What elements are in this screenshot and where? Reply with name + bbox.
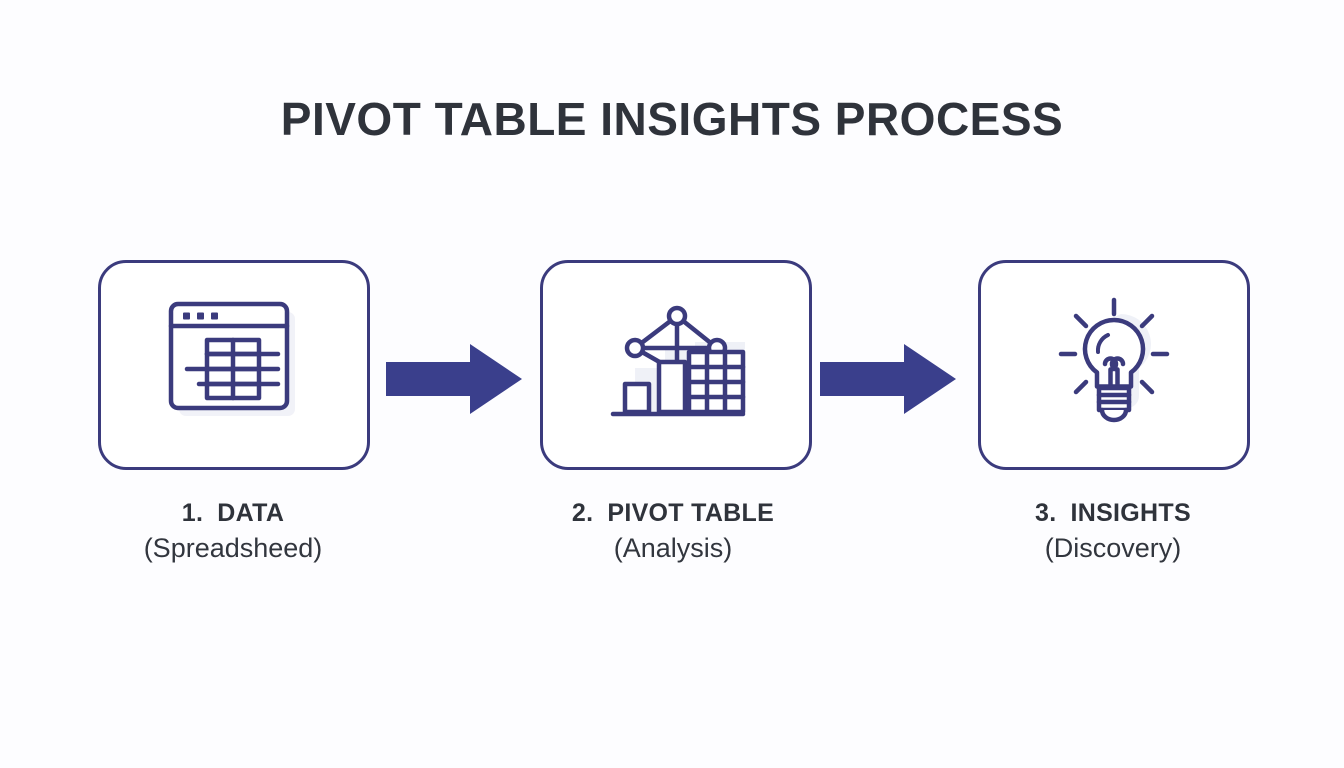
step-2-number: 2. — [571, 499, 594, 527]
step-label-2: 2. PIVOT TABLE (Analysis) — [508, 499, 838, 563]
step-1-detail: (Spreadsheed) — [143, 532, 323, 563]
page-title: PIVOT TABLE INSIGHTS PROCESS — [280, 93, 1064, 145]
step-3-number: 3. — [1035, 499, 1057, 527]
step-1-heading: 1. DATA — [68, 499, 398, 528]
process-flow — [98, 260, 1250, 472]
step-1-name: DATA — [217, 499, 285, 527]
step-label-1: 1. DATA (Spreadsheed) — [68, 499, 398, 563]
arrow-right-2 — [820, 342, 958, 416]
step-labels: 1. DATA (Spreadsheed) 2. PIVOT TABLE (Anal… — [98, 499, 1248, 610]
step-card-pivot-table[interactable] — [540, 260, 812, 470]
step-3-heading: 3. INSIGHTS — [948, 499, 1278, 528]
lightbulb-icon — [1029, 290, 1199, 440]
step-label-3: 3. INSIGHTS (Discovery) — [948, 499, 1278, 563]
step-2-detail: (Analysis) — [613, 532, 733, 563]
spreadsheet-window-icon — [149, 290, 319, 440]
step-card-insights[interactable] — [978, 260, 1250, 470]
arrow-right-1 — [386, 342, 524, 416]
step-2-heading: 2. PIVOT TABLE — [508, 499, 838, 528]
step-1-number: 1. — [181, 499, 204, 527]
pivot-chart-network-icon — [591, 290, 761, 440]
step-card-data[interactable] — [98, 260, 370, 470]
step-2-name: PIVOT TABLE — [607, 499, 775, 527]
step-3-name: INSIGHTS — [1070, 499, 1191, 527]
step-3-detail: (Discovery) — [1044, 532, 1182, 563]
